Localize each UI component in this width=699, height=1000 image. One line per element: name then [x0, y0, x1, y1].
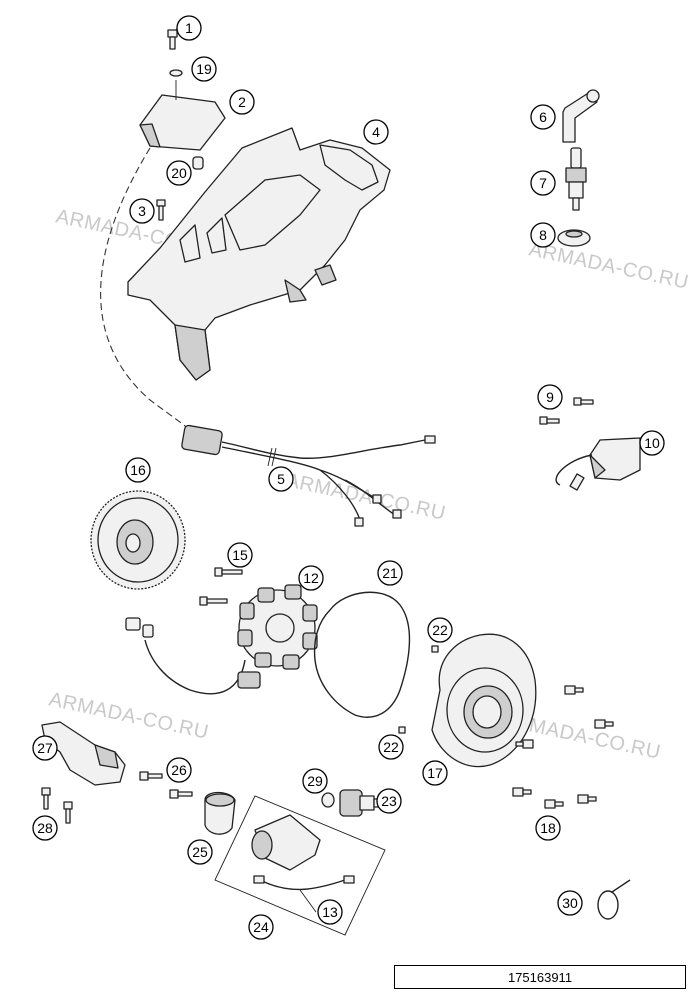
bushing-part-20	[192, 156, 204, 170]
callout-3: 3	[129, 198, 155, 224]
svg-text:19: 19	[196, 61, 212, 77]
callout-22: 22	[378, 734, 404, 760]
screw-part-15	[199, 567, 243, 606]
gasket-part-21	[313, 591, 411, 718]
svg-text:17: 17	[427, 765, 443, 781]
callout-30: 30	[557, 890, 583, 916]
watermark-text: ARMADA-CO.RU	[284, 469, 448, 524]
callout-28: 28	[32, 815, 58, 841]
callout-4: 4	[363, 119, 389, 145]
callout-27: 27	[32, 735, 58, 761]
callout-24: 24	[248, 914, 274, 940]
svg-text:9: 9	[546, 389, 554, 405]
callout-8: 8	[530, 222, 556, 248]
svg-text:6: 6	[539, 109, 547, 125]
dowel-pin-part-22	[398, 726, 406, 734]
svg-text:3: 3	[138, 203, 146, 219]
dashed-route-line	[100, 147, 193, 433]
svg-text:16: 16	[130, 462, 146, 478]
callout-1: 1	[176, 15, 202, 41]
svg-text:4: 4	[372, 124, 380, 140]
spark-plug-part-7	[565, 147, 587, 211]
cable-tie-part-30	[597, 879, 631, 920]
screw-part-28	[41, 787, 73, 824]
callout-29: 29	[302, 768, 328, 794]
watermark-text: ARMADA-CO.RU	[527, 238, 691, 293]
svg-text:22: 22	[432, 622, 448, 638]
svg-text:23: 23	[381, 793, 397, 809]
callout-20: 20	[166, 160, 192, 186]
control-unit-part-2	[139, 80, 226, 151]
screw-part-26	[139, 771, 193, 799]
svg-text:12: 12	[303, 570, 319, 586]
callout-12: 12	[298, 565, 324, 591]
flywheel-part-16	[90, 490, 186, 590]
document-number-box: 175163911	[394, 965, 686, 989]
callout-26: 26	[166, 757, 192, 783]
spark-plug-cap-part-6	[562, 89, 600, 143]
callout-2: 2	[229, 89, 255, 115]
callout-6: 6	[530, 104, 556, 130]
svg-text:25: 25	[192, 844, 208, 860]
document-number: 175163911	[507, 969, 573, 985]
svg-text:30: 30	[562, 895, 578, 911]
holder-part-4	[127, 127, 391, 381]
callout-9: 9	[537, 384, 563, 410]
svg-text:22: 22	[383, 739, 399, 755]
callout-7: 7	[530, 170, 556, 196]
screw-part-9	[539, 397, 594, 425]
svg-text:29: 29	[307, 773, 323, 789]
svg-text:15: 15	[232, 547, 248, 563]
callout-10: 10	[639, 430, 665, 456]
washer-part-29	[321, 792, 335, 808]
svg-text:5: 5	[277, 471, 285, 487]
callout-22: 22	[427, 617, 453, 643]
callout-5: 5	[268, 466, 294, 492]
callout-13: 13	[317, 899, 343, 925]
svg-text:27: 27	[37, 740, 53, 756]
svg-text:7: 7	[539, 175, 547, 191]
svg-text:20: 20	[171, 165, 187, 181]
clamp-part-25	[204, 791, 236, 835]
svg-text:13: 13	[322, 904, 338, 920]
svg-text:28: 28	[37, 820, 53, 836]
svg-text:10: 10	[644, 435, 660, 451]
svg-text:18: 18	[540, 820, 556, 836]
ignition-coil-part-10	[555, 437, 641, 491]
screw-part-3	[156, 199, 166, 221]
svg-text:1: 1	[185, 20, 193, 36]
callout-23: 23	[376, 788, 402, 814]
svg-text:24: 24	[253, 919, 269, 935]
callout-17: 17	[422, 760, 448, 786]
callout-21: 21	[377, 560, 403, 586]
callout-15: 15	[227, 542, 253, 568]
wiring-harness-part-5	[181, 424, 436, 527]
dowel-pin-part-22	[431, 645, 439, 653]
washer-part-19	[169, 69, 183, 77]
svg-text:21: 21	[382, 565, 398, 581]
starter-motor-part-24	[214, 795, 386, 936]
stator-part-12	[125, 584, 318, 695]
callout-19: 19	[191, 56, 217, 82]
grommet-part-8	[557, 229, 591, 247]
screw-part-18	[512, 685, 614, 809]
callout-16: 16	[125, 457, 151, 483]
callout-25: 25	[187, 839, 213, 865]
svg-text:26: 26	[171, 762, 187, 778]
callout-18: 18	[535, 815, 561, 841]
ignition-cover-part-17	[431, 633, 537, 768]
svg-text:8: 8	[539, 227, 547, 243]
starter-drive-part-23	[339, 789, 383, 817]
bolt-part-1	[167, 29, 178, 50]
svg-text:2: 2	[238, 94, 246, 110]
